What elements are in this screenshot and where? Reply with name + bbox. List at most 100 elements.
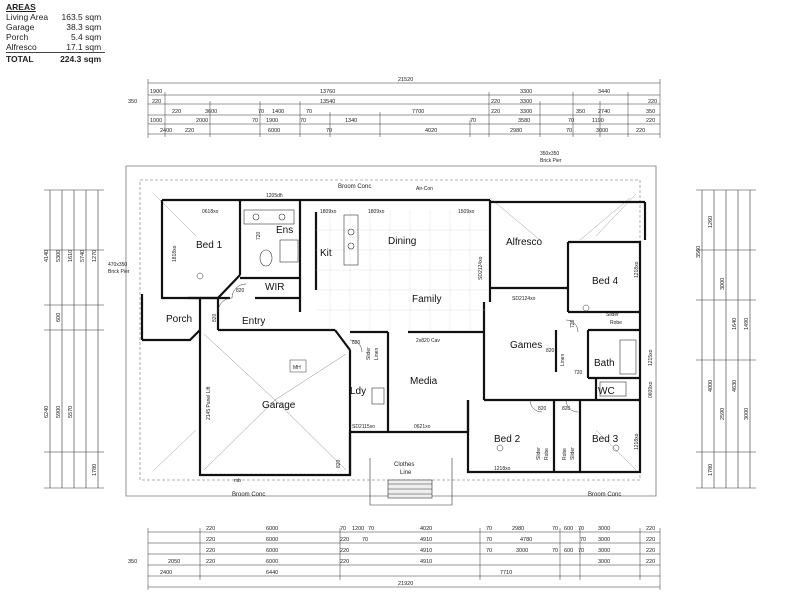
note-w1205: 1205dh <box>266 193 283 199</box>
dim-top-r5-6: 70 <box>566 128 572 134</box>
dim-top-r2-1: 220 <box>152 99 161 105</box>
dim-top-r3-6: 220 <box>491 109 500 115</box>
areas-heading: AREAS <box>6 2 36 12</box>
room-garage: Garage <box>262 400 296 411</box>
note-broom-bl: Broom Conc <box>232 492 265 498</box>
dim-bot-r5-0: 2400 <box>160 570 172 576</box>
dim-right-6: 4630 <box>732 380 738 392</box>
note-d820d: 820 <box>336 459 342 468</box>
note-w0621: 0621xo <box>414 424 431 430</box>
note-slider-b2: Slider <box>536 447 542 460</box>
note-linen-lin: Linen <box>374 348 380 360</box>
dim-bot-r2-9: 220 <box>646 537 655 543</box>
dim-top-r3-7: 3300 <box>520 109 532 115</box>
dim-bot-r1-4: 70 <box>368 526 374 532</box>
areas-label: Garage <box>6 22 35 32</box>
dim-top-r4-0: 1000 <box>150 118 162 124</box>
note-slider-b4: Slider <box>606 312 619 318</box>
note-w1218-b2: 1218xo <box>494 466 511 472</box>
room-bed1: Bed 1 <box>196 240 223 251</box>
dim-top-r3-8: 350 <box>576 109 585 115</box>
note-w1818: 1818xo <box>172 245 178 262</box>
bottom-dimensions <box>147 528 661 590</box>
note-slider-lin: Slider <box>366 347 372 360</box>
note-cav: 2x820 Cav <box>416 338 440 344</box>
dim-top-r1-3: 3440 <box>598 89 610 95</box>
note-d720b: 720 <box>570 319 576 328</box>
note-mh: MH <box>293 365 301 371</box>
note-d820f: 820 <box>538 406 547 412</box>
dim-top-r2-2: 13540 <box>320 99 335 105</box>
dim-top-overall: 21520 <box>398 77 413 83</box>
room-porch: Porch <box>166 314 192 325</box>
areas-value: 17.1 sqm <box>66 42 102 52</box>
dim-top-r4-5: 1340 <box>345 118 357 124</box>
dim-bot-r3-8: 70 <box>578 548 584 554</box>
note-w1218-b4: 1218xo <box>634 261 640 278</box>
dim-bot-r4-2: 220 <box>206 559 215 565</box>
dim-left-1: 5300 <box>56 250 62 262</box>
mh-box <box>289 359 307 373</box>
note-sd2124b: SD2124xo <box>512 296 536 302</box>
room-kit: Kit <box>320 248 332 259</box>
dim-bot-r3-10: 220 <box>646 548 655 554</box>
note-d720a: 720 <box>256 231 262 240</box>
dim-top-r3-0: 220 <box>172 109 181 115</box>
dim-top-r4-2: 70 <box>252 118 258 124</box>
note-brick-pier-top: 350x350 <box>540 151 559 157</box>
note-slider-b3: Slider <box>570 447 576 460</box>
room-ldy: Ldy <box>350 386 366 397</box>
room-family: Family <box>412 294 441 305</box>
dim-right-0: 3560 <box>696 246 702 258</box>
dim-top-r5-0: 2400 <box>160 128 172 134</box>
note-panel-lift: 2145 Panel Lift <box>206 386 212 420</box>
dim-top-r5-8: 220 <box>636 128 645 134</box>
dim-top-r2-5: 220 <box>648 99 657 105</box>
areas-total-label: TOTAL <box>6 52 53 64</box>
note-brick-pier-left-2: Brick Pier <box>108 269 130 275</box>
dim-bot-r4-6: 3000 <box>598 559 610 565</box>
dim-top-r4-10: 220 <box>646 118 655 124</box>
room-bed4: Bed 4 <box>592 276 619 287</box>
areas-label: Porch <box>6 32 29 42</box>
left-dimension-labels: 4140 5300 1610 5740 1270 600 6240 5900 5… <box>44 250 98 476</box>
room-wc: WC <box>598 386 615 397</box>
dim-bot-r3-0: 220 <box>206 548 215 554</box>
slab-outline <box>125 165 657 497</box>
note-brick-pier-top-2: Brick Pier <box>540 158 562 164</box>
right-dimension-labels: 3560 1260 3000 1640 1490 4000 4630 1780 … <box>696 216 750 476</box>
note-d720c: 720 <box>574 370 583 376</box>
dim-bot-r2-6: 4780 <box>520 537 532 543</box>
dim-top-r5-2: 6000 <box>268 128 280 134</box>
note-w1215: 1215xo <box>648 349 654 366</box>
note-brick-pier-left: 470x350 <box>108 262 127 268</box>
dim-bot-r1-1: 6000 <box>266 526 278 532</box>
dim-bot-r1-5: 4020 <box>420 526 432 532</box>
dim-bot-r3-1: 6000 <box>266 548 278 554</box>
dim-top-r4-8: 70 <box>568 118 574 124</box>
dim-bot-r1-9: 600 <box>564 526 573 532</box>
floor-tile-grid <box>316 210 488 330</box>
note-d820a: 820 <box>236 288 245 294</box>
dim-bot-r1-2: 70 <box>340 526 346 532</box>
note-w1218-b3: 1218xo <box>634 433 640 450</box>
dim-bot-r2-5: 70 <box>486 537 492 543</box>
room-media: Media <box>410 376 438 387</box>
note-w1509: 1509xo <box>458 209 475 215</box>
garage-roof-lines <box>203 333 347 471</box>
room-ens: Ens <box>276 225 293 236</box>
dim-top-r2-3: 220 <box>491 99 500 105</box>
dim-right-9: 3000 <box>744 408 750 420</box>
fixtures <box>243 209 637 405</box>
dim-bot-r1-7: 2980 <box>512 526 524 532</box>
dim-bot-r3-5: 3000 <box>516 548 528 554</box>
dim-left-2: 1610 <box>68 250 74 262</box>
room-dining: Dining <box>388 236 416 247</box>
dim-left-7: 5900 <box>56 406 62 418</box>
dim-bot-r2-8: 3000 <box>598 537 610 543</box>
dim-bot-r1-0: 220 <box>206 526 215 532</box>
